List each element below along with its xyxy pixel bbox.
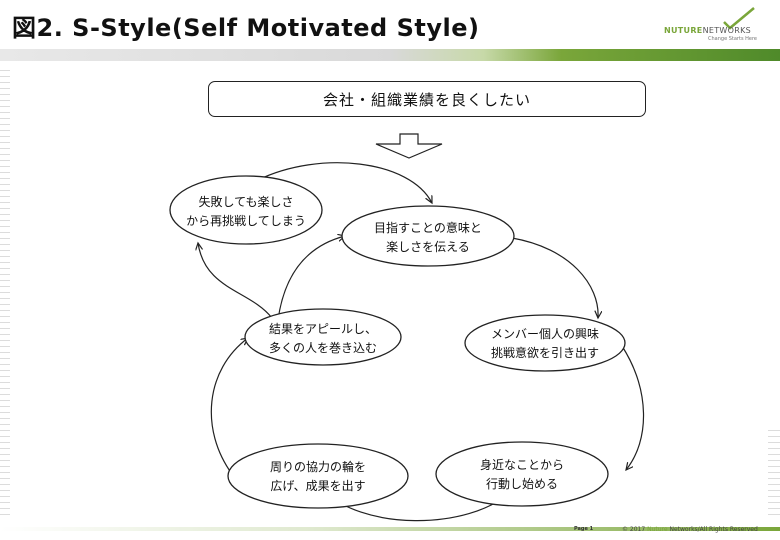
- node-cooperation-line2: 広げ、成果を出す: [270, 479, 365, 493]
- node-meaning-line2: 楽しさを伝える: [386, 240, 470, 254]
- goal-box: 会社・組織業績を良くしたい: [208, 81, 646, 117]
- logo-wordmark: NUTURENETWORKS: [664, 26, 751, 35]
- copyright-notice: © 2017 Nuture Networks/All Rights Reserv…: [622, 526, 758, 533]
- connector-failure-to-meaning: [257, 162, 432, 203]
- connector-cooperation-to-appeal: [210, 338, 248, 475]
- node-cooperation: 周りの協力の輪を 広げ、成果を出す: [227, 443, 409, 509]
- node-interest-line2: 挑戦意欲を引き出す: [491, 345, 599, 360]
- page-number: Page 1: [574, 526, 594, 532]
- footer-bar: [0, 527, 780, 531]
- connector-appeal-to-meaning: [277, 236, 345, 321]
- copyright-brand: Nuture: [647, 526, 668, 533]
- logo-tagline: Change Starts Here: [708, 36, 757, 42]
- node-appeal-line1: 結果をアピールし、: [269, 322, 377, 336]
- copyright-suffix: Networks/All Rights Reserved: [667, 526, 758, 533]
- node-interest: メンバー個人の興味 挑戦意欲を引き出す: [464, 314, 626, 372]
- node-failure: 失敗しても楽しさ から再挑戦してしまう: [169, 175, 323, 245]
- node-action-line1: 身近なことから: [480, 457, 564, 472]
- node-meaning: 目指すことの意味と 楽しさを伝える: [341, 205, 515, 267]
- node-cooperation-line1: 周りの協力の輪を: [270, 459, 366, 474]
- node-meaning-line1: 目指すことの意味と: [374, 220, 482, 235]
- checkmark-logo-icon: [723, 7, 755, 30]
- node-failure-line2: から再挑戦してしまう: [186, 214, 306, 228]
- node-action-line2: 行動し始める: [486, 477, 558, 491]
- header-bar: [0, 49, 780, 61]
- copyright-prefix: © 2017: [622, 526, 648, 533]
- down-arrow-icon: [375, 133, 443, 159]
- company-logo: NUTURENETWORKS Change Starts Here: [664, 6, 774, 46]
- node-failure-line1: 失敗しても楽しさ: [198, 194, 293, 209]
- node-appeal: 結果をアピールし、 多くの人を巻き込む: [244, 308, 402, 366]
- slide-title: 図2. S-Style(Self Motivated Style): [12, 14, 480, 42]
- connector-interest-to-action: [621, 345, 645, 470]
- connector-appeal-to-failure: [198, 243, 273, 319]
- logo-brand-dark: NETWORKS: [702, 26, 751, 35]
- logo-brand-green: NUTURE: [664, 26, 703, 35]
- node-action: 身近なことから 行動し始める: [435, 441, 609, 507]
- node-appeal-line2: 多くの人を巻き込む: [269, 341, 377, 355]
- connector-meaning-to-interest: [511, 237, 598, 318]
- left-ruler-decoration: [0, 70, 10, 520]
- right-ruler-decoration: [768, 430, 780, 520]
- node-interest-line1: メンバー個人の興味: [491, 327, 599, 341]
